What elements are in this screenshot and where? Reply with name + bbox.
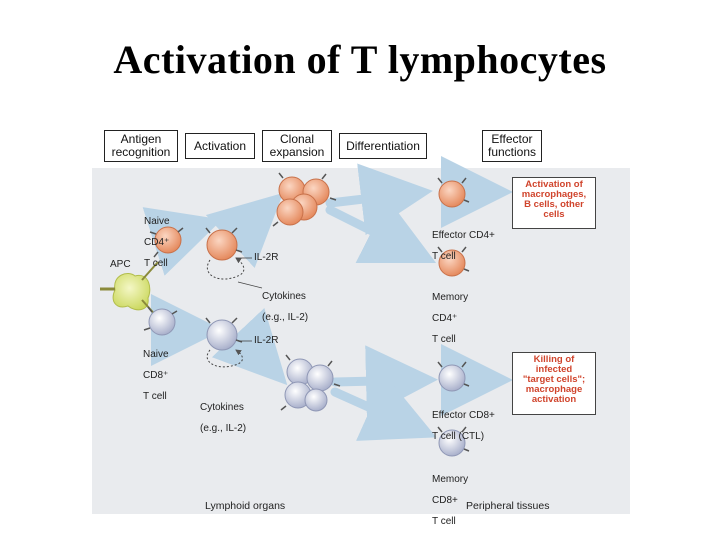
stage-activation-label: Activation xyxy=(193,138,247,153)
label-leader-lines xyxy=(236,257,263,342)
cytokines-bottom-label: Cytokines (e.g., IL-2) xyxy=(200,392,246,445)
activated-cd8-cell xyxy=(205,317,243,368)
naive-cd8-cell xyxy=(143,306,178,336)
slide-title: Activation of T lymphocytes xyxy=(113,37,607,82)
effector-cd8-label: Effector CD8+ T cell (CTL) xyxy=(432,400,495,453)
apc-label: APC xyxy=(110,259,131,270)
naive-cd4-line2: CD4⁺ xyxy=(144,236,170,248)
memory-cd4-line1: Memory xyxy=(432,291,469,303)
cd4-function-line4: cells xyxy=(543,209,565,220)
stage-activation: Activation xyxy=(185,133,255,159)
cytokines-top-line1: Cytokines xyxy=(262,290,306,302)
arrow-cd4-to-expansion xyxy=(205,192,284,269)
stage-effector-functions-line2: functions xyxy=(487,145,537,159)
stage-antigen-recognition-line1: Antigen xyxy=(120,132,162,146)
naive-cd8-line3: T cell xyxy=(143,390,167,402)
cytokines-top-line2: (e.g., IL-2) xyxy=(262,311,309,323)
arrow-cd8-to-effector xyxy=(330,345,438,418)
cd8-function-line3: "target cells"; xyxy=(522,374,586,385)
stage-antigen-recognition-line2: recognition xyxy=(111,145,171,159)
memory-cd4-label: Memory CD4⁺ T cell xyxy=(432,282,468,356)
effector-cd8-cell xyxy=(437,361,470,392)
flow-arrows xyxy=(142,156,513,441)
stage-antigen-recognition: Antigen recognition xyxy=(104,130,178,162)
cd8-function-line5: activation xyxy=(531,394,577,405)
naive-cd4-line1: Naive xyxy=(144,215,170,227)
stage-differentiation-label: Differentiation xyxy=(346,138,420,153)
il2r-top-label: IL-2R xyxy=(254,252,279,263)
stage-clonal-expansion-line1: Clonal xyxy=(279,132,315,146)
footer-lymphoid-organs: Lymphoid organs xyxy=(205,500,286,512)
naive-cd4-label: Naive CD4⁺ T cell xyxy=(144,206,170,280)
memory-cd4-line2: CD4⁺ xyxy=(432,312,458,324)
stage-effector-functions-line1: Effector xyxy=(491,132,533,146)
memory-cd8-cell xyxy=(437,426,470,457)
stage-clonal-expansion-line2: expansion xyxy=(269,145,325,159)
memory-cd8-line1: Memory xyxy=(432,473,469,485)
cytokines-bottom-line2: (e.g., IL-2) xyxy=(200,422,247,434)
memory-cd8-label: Memory CD8+ T cell xyxy=(432,464,468,538)
cd4-effector-function-box: Activation of macrophages, B cells, othe… xyxy=(512,177,596,229)
cd8-clonal-cluster xyxy=(280,354,341,412)
memory-cd8-line3: T cell xyxy=(432,515,456,527)
memory-cd4-cell xyxy=(437,246,470,277)
activated-cd4-cell xyxy=(205,227,245,280)
naive-cd8-label: Naive CD8⁺ T cell xyxy=(143,339,169,413)
memory-cd8-line2: CD8+ xyxy=(432,494,458,506)
cytokines-bottom-line1: Cytokines xyxy=(200,401,244,413)
cd4-function-line2: macrophages, xyxy=(521,189,587,200)
naive-cd4-line3: T cell xyxy=(144,257,168,269)
cd8-function-line1: Killing of xyxy=(533,354,575,365)
cytokines-top-label: Cytokines (e.g., IL-2) xyxy=(262,281,308,334)
effector-cd8-line1: Effector CD8+ xyxy=(432,409,495,421)
effector-cd4-line2: T cell xyxy=(432,250,456,262)
arrow-cd4-to-memory xyxy=(325,198,437,264)
naive-cd8-line2: CD8⁺ xyxy=(143,369,169,381)
cd4-function-line3: B cells, other xyxy=(524,199,584,210)
cd8-function-line4: macrophage xyxy=(525,384,583,395)
arrow-naive-cd4-to-activated xyxy=(142,207,223,276)
effector-cd8-line2: T cell (CTL) xyxy=(432,430,485,442)
il2r-bottom-label: IL-2R xyxy=(254,335,279,346)
cd4-function-line1: Activation of xyxy=(525,179,583,190)
arrow-cd8-to-memory xyxy=(330,375,437,441)
naive-cd8-line1: Naive xyxy=(143,348,169,360)
cd8-function-line2: infected xyxy=(535,364,573,375)
arrow-cd8-to-expansion xyxy=(211,307,288,386)
stage-differentiation: Differentiation xyxy=(339,133,427,159)
effector-cd4-label: Effector CD4+ T cell xyxy=(432,220,495,273)
cd4-clonal-cluster xyxy=(272,172,337,227)
naive-cd4-cell xyxy=(149,226,184,258)
effector-cd4-cell xyxy=(437,177,470,208)
cd8-effector-function-box: Killing of infected "target cells"; macr… xyxy=(512,352,596,415)
effector-cd4-line1: Effector CD4+ xyxy=(432,229,495,241)
arrow-cd4-to-effector xyxy=(325,163,433,236)
memory-cd4-line3: T cell xyxy=(432,333,456,345)
stage-clonal-expansion: Clonal expansion xyxy=(262,130,332,162)
footer-peripheral-tissues: Peripheral tissues xyxy=(466,500,550,512)
